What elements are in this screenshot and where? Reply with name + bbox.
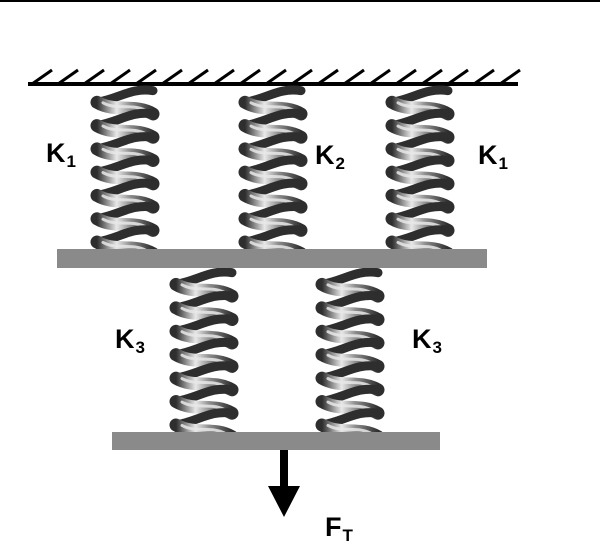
- label-k3-right: K3: [412, 324, 442, 357]
- spring-k1-left: [90, 85, 160, 261]
- hatch-mark: [31, 68, 53, 86]
- hatch-mark: [83, 68, 105, 86]
- label-k1-right: K1: [478, 140, 508, 173]
- label-k3-left: K3: [115, 324, 145, 357]
- hatch-mark: [187, 68, 209, 86]
- spring-k3-left: [169, 267, 239, 444]
- hatch-mark: [265, 68, 287, 86]
- upper-plate: [57, 249, 487, 268]
- hatch-mark: [369, 68, 391, 86]
- label-force-ft: FT: [325, 512, 353, 545]
- label-k1-left: K1: [46, 138, 76, 171]
- hatch-mark: [161, 68, 183, 86]
- hatch-mark: [239, 68, 261, 86]
- label-k2: K2: [315, 140, 345, 173]
- hatch-mark: [213, 68, 235, 86]
- hatch-mark: [291, 68, 313, 86]
- spring-k3-right: [315, 267, 385, 444]
- hatch-mark: [317, 68, 339, 86]
- force-arrow-head: [268, 486, 300, 517]
- hatch-mark: [343, 68, 365, 86]
- hatch-mark: [421, 68, 443, 86]
- hatch-mark: [109, 68, 131, 86]
- spring-k1-right: [385, 85, 455, 261]
- hatch-mark: [395, 68, 417, 86]
- hatch-mark: [473, 68, 495, 86]
- hatch-mark: [57, 68, 79, 86]
- ceiling-hatching: [31, 68, 521, 86]
- ceiling-support: [28, 68, 521, 86]
- hatch-mark: [499, 68, 521, 86]
- lower-plate: [112, 432, 440, 450]
- hatch-mark: [135, 68, 157, 86]
- spring-k2: [238, 85, 308, 261]
- hatch-mark: [447, 68, 469, 86]
- force-arrow: [268, 450, 300, 517]
